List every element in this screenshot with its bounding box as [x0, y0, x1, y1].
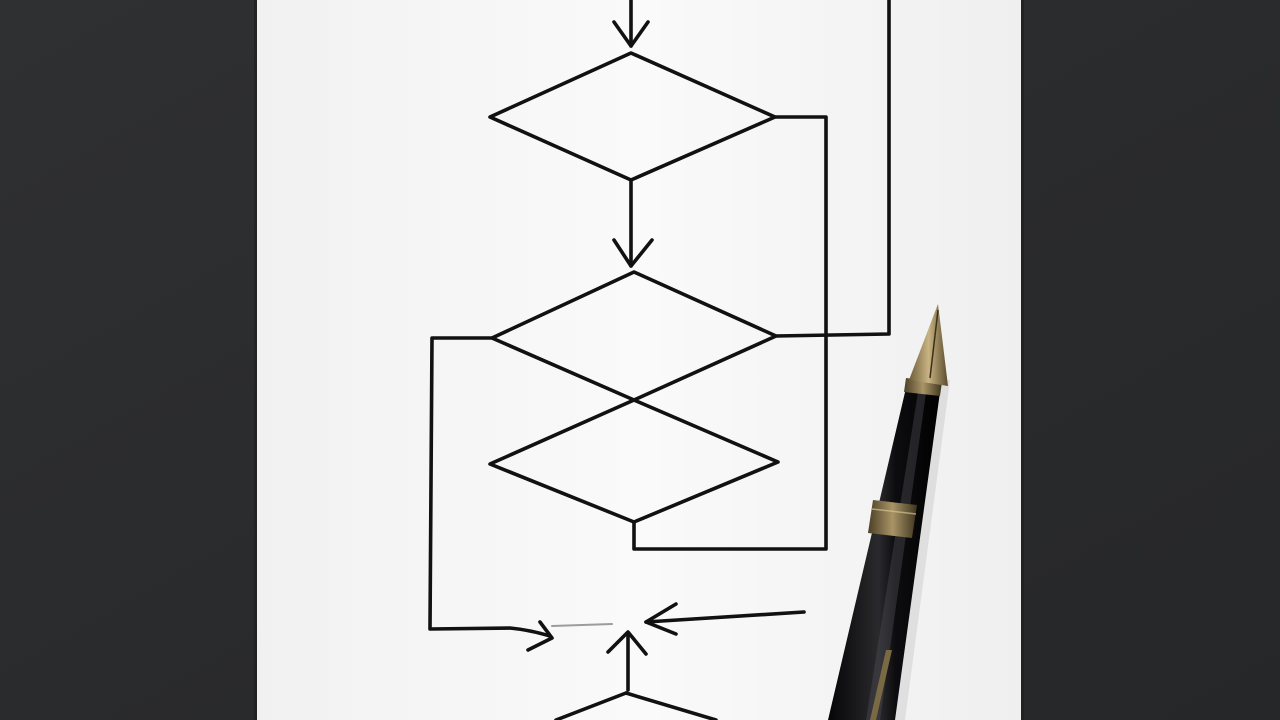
right-arrow-line: [644, 610, 806, 624]
pen-highlight: [866, 392, 926, 720]
junction-connector: [551, 623, 613, 627]
left-arrow-head: [526, 620, 554, 652]
right-arrow-head: [644, 602, 678, 636]
pen-nib: [909, 304, 948, 386]
middle-arrow-head: [612, 238, 654, 268]
decision-diamond-4: [554, 691, 718, 720]
pen-trim-band: [868, 500, 917, 538]
fountain-pen-icon: [828, 304, 950, 720]
flowchart-drawing: [428, 0, 891, 720]
right-loop-line: [632, 115, 828, 551]
up-arrow-head: [606, 630, 648, 656]
pen-clip: [870, 650, 892, 720]
top-arrow-head: [612, 20, 650, 48]
left-loop-line: [428, 336, 552, 638]
pen-nib-slit: [929, 309, 939, 379]
far-right-loop-line: [774, 0, 891, 338]
pen-trim-line: [871, 508, 917, 515]
pen-body: [828, 388, 940, 720]
